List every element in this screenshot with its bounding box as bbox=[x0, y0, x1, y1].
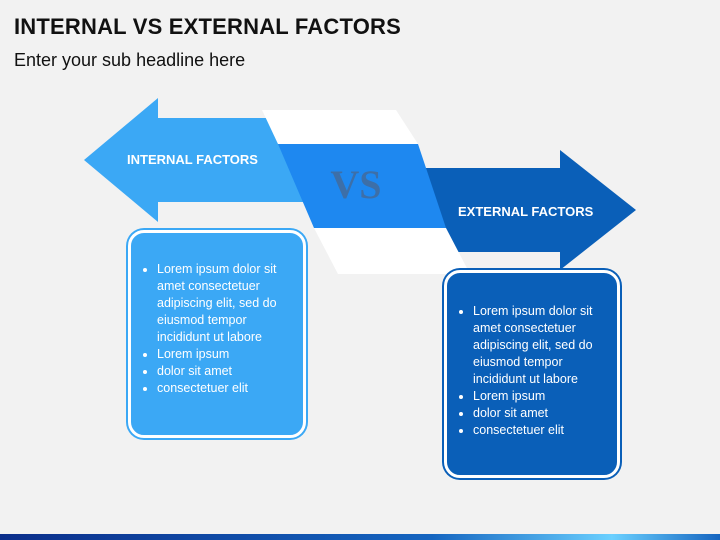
list-item: Lorem ipsum bbox=[157, 346, 295, 363]
list-item: Lorem ipsum dolor sit amet consectetuer … bbox=[157, 261, 295, 346]
external-bullet-list: Lorem ipsum dolor sit amet consectetuer … bbox=[447, 303, 609, 439]
internal-arrow bbox=[84, 98, 308, 222]
list-item: Lorem ipsum dolor sit amet consectetuer … bbox=[473, 303, 609, 388]
internal-factors-label: INTERNAL FACTORS bbox=[127, 152, 258, 167]
list-item: consectetuer elit bbox=[473, 422, 609, 439]
internal-bullet-list: Lorem ipsum dolor sit amet consectetuer … bbox=[131, 261, 295, 397]
band-top-white bbox=[262, 110, 418, 144]
list-item: consectetuer elit bbox=[157, 380, 295, 397]
external-factors-label: EXTERNAL FACTORS bbox=[458, 204, 594, 219]
band-middle-blue bbox=[278, 144, 446, 228]
internal-factors-box: Lorem ipsum dolor sit amet consectetuer … bbox=[128, 230, 306, 438]
vs-label: VS bbox=[330, 162, 381, 207]
page-title: INTERNAL VS EXTERNAL FACTORS bbox=[14, 14, 401, 39]
external-arrow bbox=[410, 150, 636, 270]
page-subtitle: Enter your sub headline here bbox=[14, 50, 246, 70]
bottom-accent-bar bbox=[0, 534, 720, 540]
list-item: Lorem ipsum bbox=[473, 388, 609, 405]
list-item: dolor sit amet bbox=[473, 405, 609, 422]
list-item: dolor sit amet bbox=[157, 363, 295, 380]
band-bottom-white bbox=[314, 228, 470, 274]
external-factors-box: Lorem ipsum dolor sit amet consectetuer … bbox=[444, 270, 620, 478]
